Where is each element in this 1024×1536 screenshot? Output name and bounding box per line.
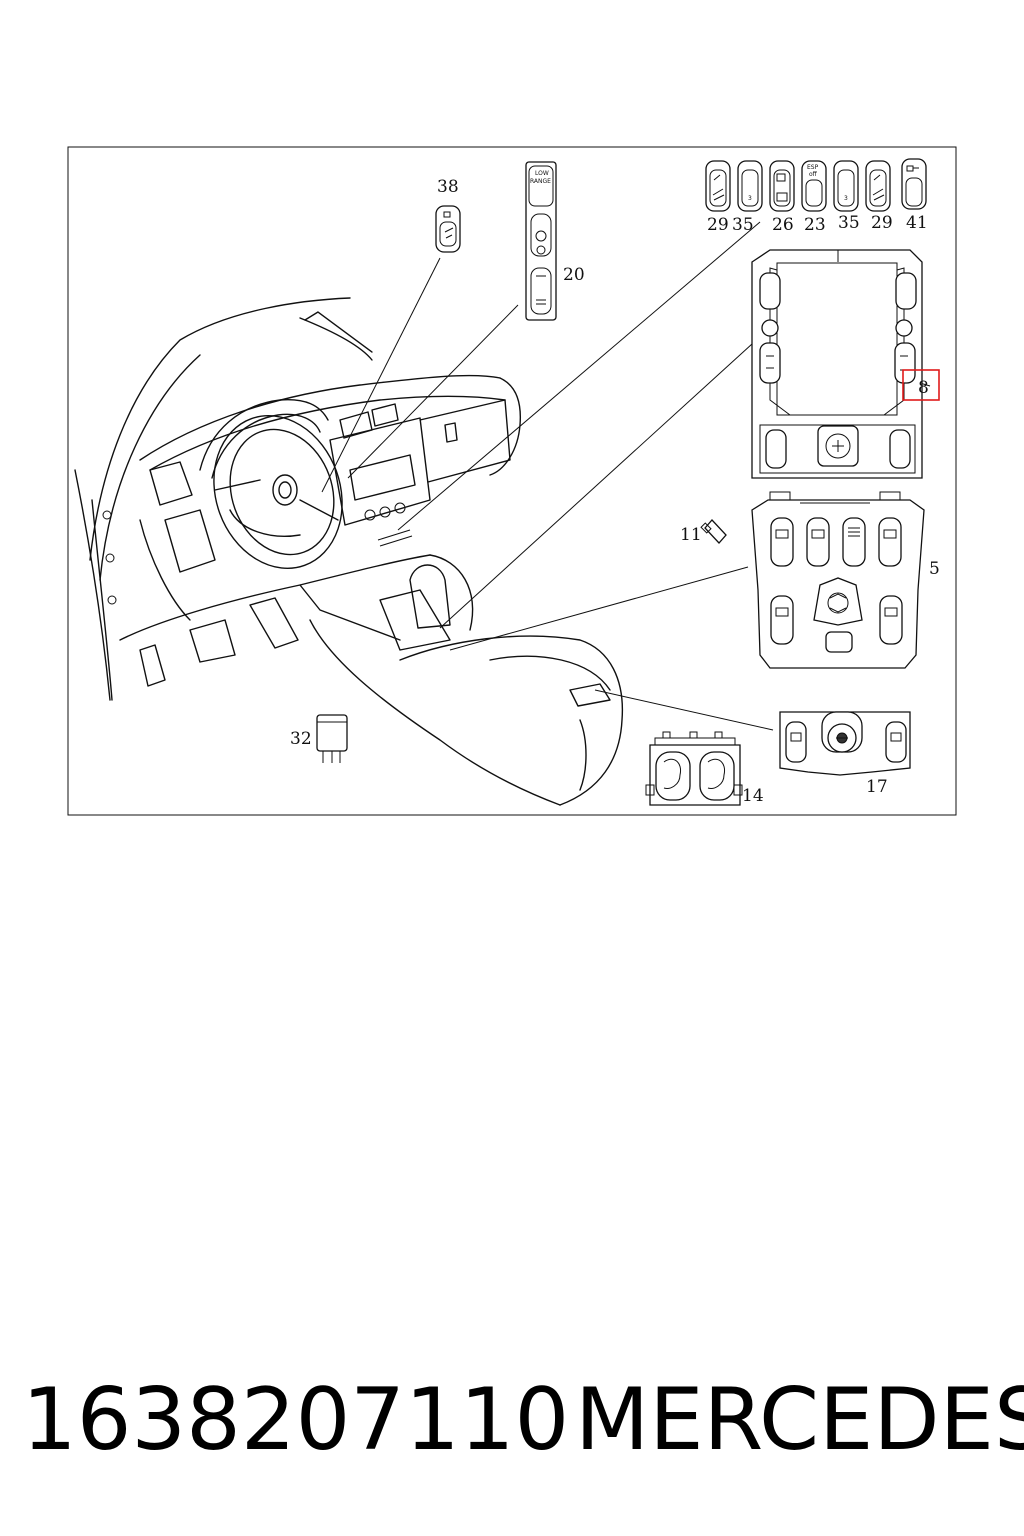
part-11-bulb [700, 519, 727, 544]
part-5-window-switch-panel [751, 491, 925, 669]
part-number: 1638207110 [22, 1370, 570, 1470]
low-label: LOW [535, 170, 549, 177]
part-38-switch [435, 205, 461, 253]
esp-label: ESP [807, 164, 819, 171]
part-17-mirror-switch [779, 711, 911, 776]
callout-5: 5 [929, 559, 940, 579]
leader-lines [321, 221, 931, 731]
callout-38: 38 [437, 177, 459, 197]
top-switch-row: 3 ESP off 3 [705, 158, 927, 212]
part-20-switch-strip: LOW RANGE [525, 161, 557, 321]
callout-20: 20 [563, 265, 585, 285]
switch-26 [769, 160, 795, 212]
switch-35a: 3 [737, 160, 763, 212]
part-8-bezel [751, 249, 940, 479]
callout-35-b: 35 [838, 213, 860, 233]
esp-off-label: off [809, 171, 818, 178]
part-8-highlight [902, 369, 940, 401]
part-14-seat-switch [645, 731, 743, 806]
switch-29b [865, 160, 891, 212]
callout-35-a: 35 [732, 215, 754, 235]
range-label: RANGE [530, 178, 551, 185]
callout-11: 11 [680, 525, 702, 545]
callout-17: 17 [866, 777, 888, 797]
callout-41: 41 [906, 213, 928, 233]
callout-26: 26 [772, 215, 794, 235]
switch-41 [901, 158, 927, 210]
dashboard-drawing [74, 297, 624, 806]
part-32-relay [316, 714, 348, 763]
switch-23: ESP off [801, 160, 827, 212]
callout-14: 14 [742, 786, 764, 806]
brand-name: MERCEDES [575, 1370, 1024, 1470]
callout-32: 32 [290, 729, 312, 749]
switch-29a [705, 160, 731, 212]
number-3-b: 3 [844, 195, 848, 202]
diagram-frame [67, 146, 957, 816]
number-3-a: 3 [748, 195, 752, 202]
callout-29-b: 29 [871, 213, 893, 233]
callout-labels: 38 20 29 35 26 23 35 29 41 8 11 5 32 17 … [290, 177, 940, 806]
callout-8: 8 [918, 378, 929, 398]
switch-35b: 3 [833, 160, 859, 212]
callout-23: 23 [804, 215, 826, 235]
callout-29-a: 29 [707, 215, 729, 235]
caption-bar: 1638207110 MERCEDES [0, 1360, 1024, 1480]
